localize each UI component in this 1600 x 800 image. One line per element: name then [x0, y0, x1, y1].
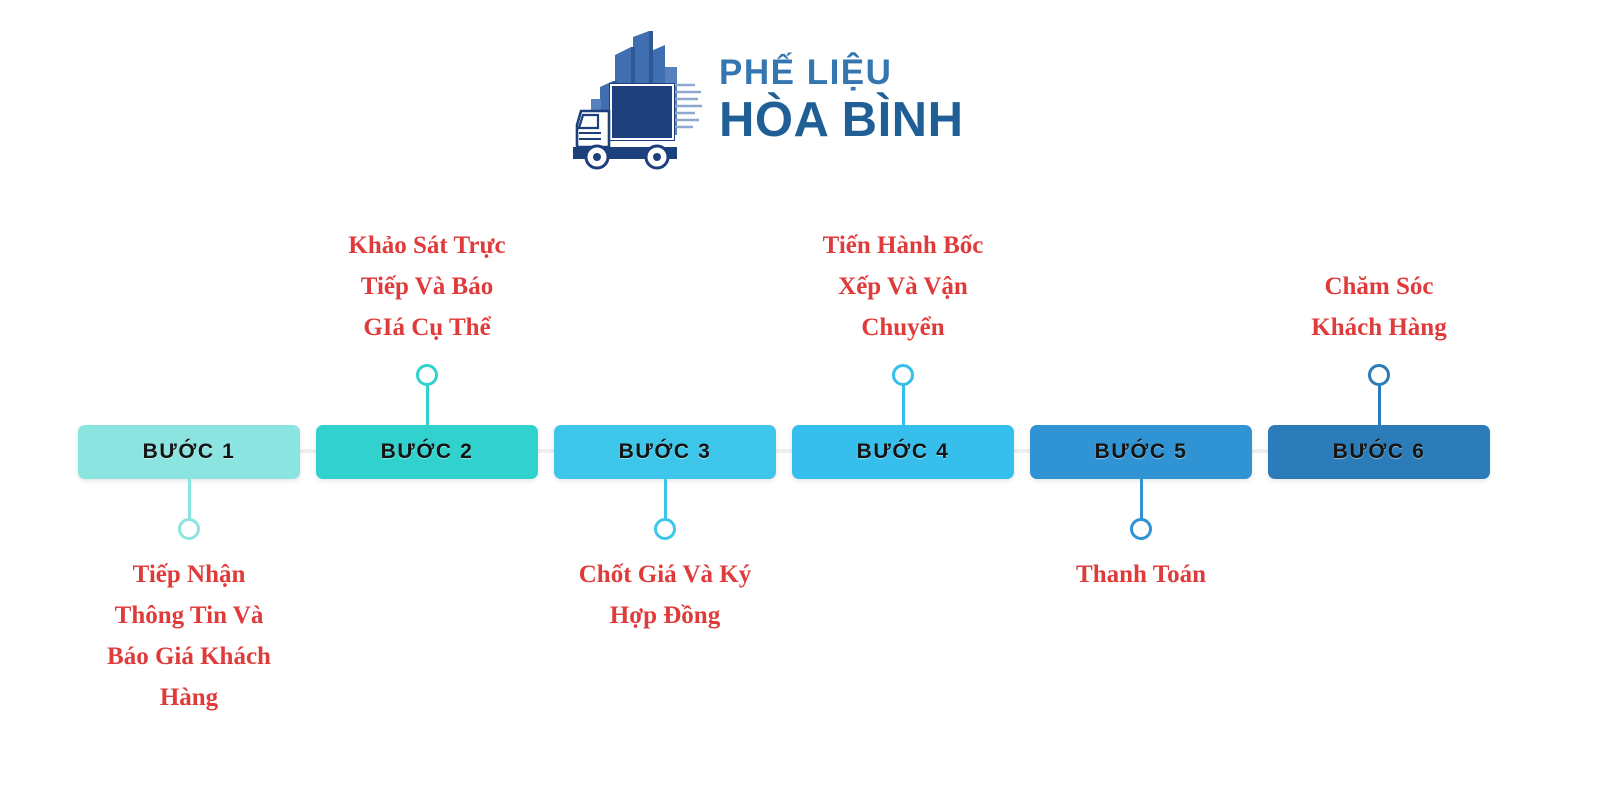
brand-line-1: PHẾ LIỆU [719, 53, 893, 92]
timeline-step-4[interactable]: BƯỚC 4 [792, 425, 1014, 479]
timeline-callout-3: Chốt Giá Và Ký Hợp Đồng [578, 561, 752, 629]
timeline-rail [78, 449, 1490, 453]
timeline-step-label: BƯỚC 4 [856, 440, 950, 463]
timeline-callout-4: Tiến Hành Bốc Xếp Và Vận Chuyển [822, 232, 984, 341]
timeline-callout-6: Chăm Sóc Khách Hàng [1311, 273, 1447, 341]
timeline-connector-node-2 [416, 364, 438, 386]
timeline-step-label: BƯỚC 2 [380, 440, 474, 463]
timeline-step-3[interactable]: BƯỚC 3 [554, 425, 776, 479]
timeline-callout-1: Tiếp Nhận Thông Tin Và Báo Giá Khách Hàn… [107, 561, 271, 711]
timeline-connector-line-5 [1139, 475, 1143, 529]
timeline-step-2[interactable]: BƯỚC 2 [316, 425, 538, 479]
timeline-connector-line-1 [187, 475, 191, 529]
timeline-step-label: BƯỚC 3 [618, 440, 712, 463]
brand-line-2: HÒA BÌNH [719, 93, 964, 147]
timeline-callout-5: Thanh Toán [1076, 561, 1206, 588]
timeline-connector-node-4 [892, 364, 914, 386]
timeline-connector-line-6 [1377, 383, 1381, 429]
timeline-step-label: BƯỚC 6 [1332, 440, 1426, 463]
timeline-connector-node-1 [178, 518, 200, 540]
timeline-step-label: BƯỚC 5 [1094, 440, 1188, 463]
timeline-connector-line-4 [901, 383, 905, 429]
timeline-step-6[interactable]: BƯỚC 6 [1268, 425, 1490, 479]
timeline-connector-node-3 [654, 518, 676, 540]
timeline-connector-line-2 [425, 383, 429, 429]
brand-logo: PHẾ LIỆU HÒA BÌNH [565, 25, 965, 175]
timeline-connector-line-3 [663, 475, 667, 529]
timeline-step-5[interactable]: BƯỚC 5 [1030, 425, 1252, 479]
timeline-connector-node-6 [1368, 364, 1390, 386]
timeline-step-1[interactable]: BƯỚC 1 [78, 425, 300, 479]
brand-wordmark: PHẾ LIỆU HÒA BÌNH [719, 55, 963, 145]
timeline-callout-2: Khảo Sát Trực Tiếp Và Báo GIá Cụ Thể [348, 232, 506, 341]
truck-buildings-logo-icon [565, 25, 715, 175]
timeline-step-label: BƯỚC 1 [142, 440, 236, 463]
timeline-connector-node-5 [1130, 518, 1152, 540]
